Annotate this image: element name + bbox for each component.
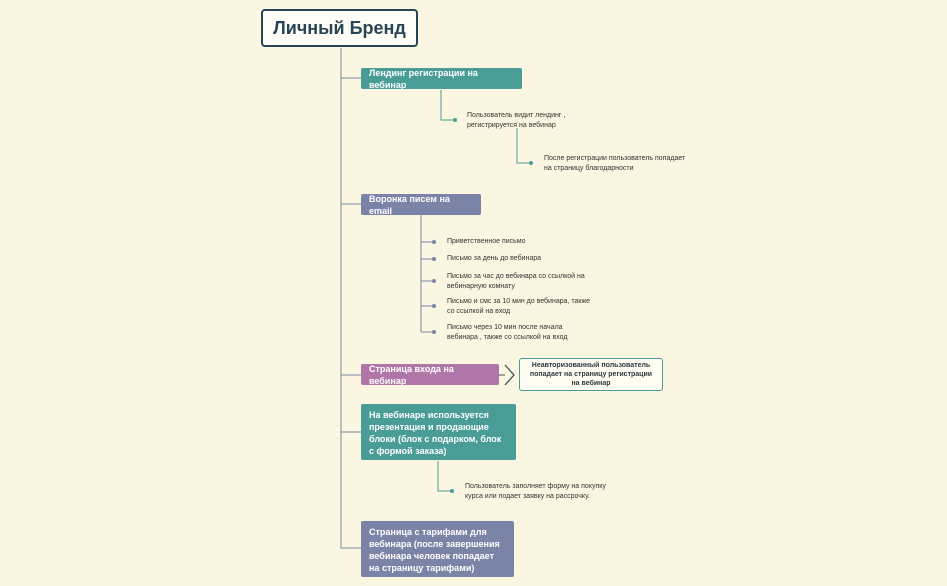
- topic-webinar-entry[interactable]: Страница входа на вебинар: [361, 363, 499, 386]
- topic-tariffs-page[interactable]: Страница с тарифами для вебинара (после …: [361, 521, 514, 577]
- root-topic[interactable]: Личный Бренд: [261, 9, 418, 47]
- connector-dots: [432, 118, 533, 493]
- dot-icon: [432, 257, 436, 261]
- topic-label: Воронка писем на email: [369, 193, 450, 216]
- subtopic-item[interactable]: После регистрации пользователь попадает …: [544, 155, 686, 172]
- dot-icon: [432, 330, 436, 334]
- dot-icon: [450, 489, 454, 493]
- dot-icon: [432, 279, 436, 283]
- dot-icon: [432, 304, 436, 308]
- subtopic-item[interactable]: Пользователь видит лендинг , регистрируе…: [467, 112, 566, 129]
- topic-label: Страница входа на вебинар: [369, 363, 454, 386]
- topic-label: Лендинг регистрации на вебинар: [369, 67, 478, 90]
- topic-label: На вебинаре используется презентация и п…: [369, 410, 502, 456]
- subtopic-item[interactable]: Письмо за день до вебинара: [447, 255, 542, 262]
- topic-email-funnel[interactable]: Воронка писем на email: [361, 193, 481, 216]
- subtopic-item[interactable]: Письмо через 10 мин после начала вебинар…: [447, 324, 568, 341]
- callout-chevron: [504, 364, 515, 386]
- dot-icon: [432, 240, 436, 244]
- subtopic-item[interactable]: Пользователь заполняет форму на покупку …: [465, 483, 606, 500]
- subtopic-item[interactable]: Приветственное письмо: [447, 238, 526, 245]
- topic-landing[interactable]: Лендинг регистрации на вебинар: [361, 67, 522, 90]
- topic-webinar-presentation[interactable]: На вебинаре используется презентация и п…: [361, 404, 516, 460]
- dot-icon: [529, 161, 533, 165]
- connector-1a: [440, 90, 455, 121]
- subtopic-item[interactable]: Письмо за час до вебинара со ссылкой на …: [447, 273, 585, 290]
- dot-icon: [453, 118, 457, 122]
- callout-text: Неавторизованный пользователь попадает н…: [529, 362, 653, 387]
- trunk-line: [340, 48, 361, 549]
- callout-note[interactable]: Неавторизованный пользователь попадает н…: [519, 358, 663, 391]
- topic-label: Страница с тарифами для вебинара (после …: [369, 527, 500, 573]
- subtopic-item[interactable]: Письмо и смс за 10 мин до вебинара, такж…: [447, 298, 591, 315]
- connector-1b: [516, 128, 531, 164]
